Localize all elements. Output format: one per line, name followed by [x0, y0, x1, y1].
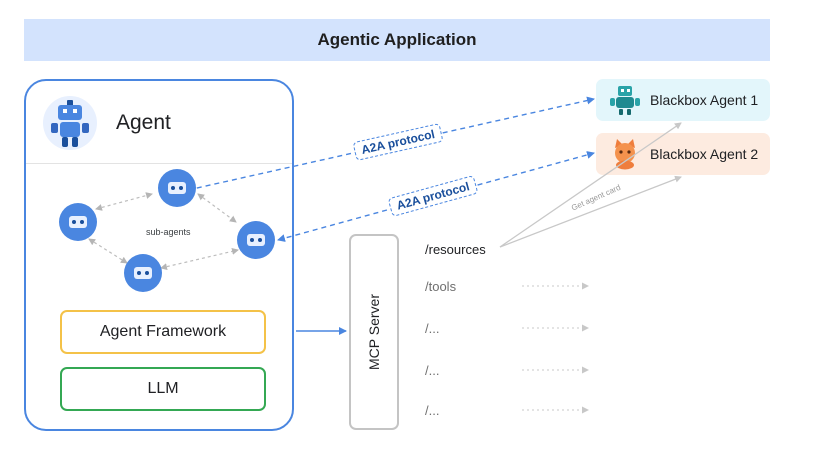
sub-agent-node: [59, 203, 97, 241]
a2a-label-top: A2A protocol: [353, 123, 443, 161]
llm-layer: LLM: [60, 367, 266, 411]
get-agent-card-label: Get agent card: [570, 183, 622, 213]
tools-path: /tools: [425, 279, 457, 294]
get-agent-card-line: [499, 175, 682, 248]
sub-agent-node: [158, 169, 196, 207]
resource-path: /resources: [425, 242, 486, 257]
agent-framework-label: Agent Framework: [99, 323, 227, 340]
robot-face-icon: [69, 216, 87, 228]
agent-header: Agent: [26, 81, 292, 164]
a2a-label-top-text: A2A protocol: [360, 127, 436, 157]
agent-title: Agent: [116, 111, 171, 134]
blackbox-agent-2: Blackbox Agent 2: [596, 133, 770, 175]
sub-agents-label: sub-agents: [146, 227, 191, 237]
sub-agent-link: [160, 247, 239, 271]
sub-agent-link: [197, 193, 237, 223]
sub-agent-node: [237, 221, 275, 259]
robot-face-icon: [247, 234, 265, 246]
blackbox-agent-2-label: Blackbox Agent 2: [650, 146, 759, 162]
robot-face-icon: [168, 182, 186, 194]
mcp-server-box: MCP Server: [349, 234, 399, 430]
teal-robot-icon: [610, 86, 640, 115]
blackbox-agent-1-label: Blackbox Agent 1: [650, 92, 759, 108]
extra-path: /...: [425, 403, 440, 418]
app-banner: Agentic Application: [24, 19, 770, 61]
robot-icon: [43, 96, 97, 150]
robot-face-icon: [134, 267, 152, 279]
sub-agent-link: [88, 238, 128, 264]
a2a-label-bottom: A2A protocol: [388, 176, 478, 216]
agent-box: Agent Agent Framework LLM: [24, 79, 294, 431]
agent-framework-layer: Agent Framework: [60, 310, 266, 354]
sub-agent-node: [124, 254, 162, 292]
extra-path: /...: [425, 321, 440, 336]
extra-path: /...: [425, 363, 440, 378]
blackbox-agent-1: Blackbox Agent 1: [596, 79, 770, 121]
get-agent-card-line: [499, 122, 682, 248]
banner-title: Agentic Application: [317, 30, 477, 49]
llm-label: LLM: [147, 380, 179, 397]
sub-agent-link: [95, 192, 153, 211]
